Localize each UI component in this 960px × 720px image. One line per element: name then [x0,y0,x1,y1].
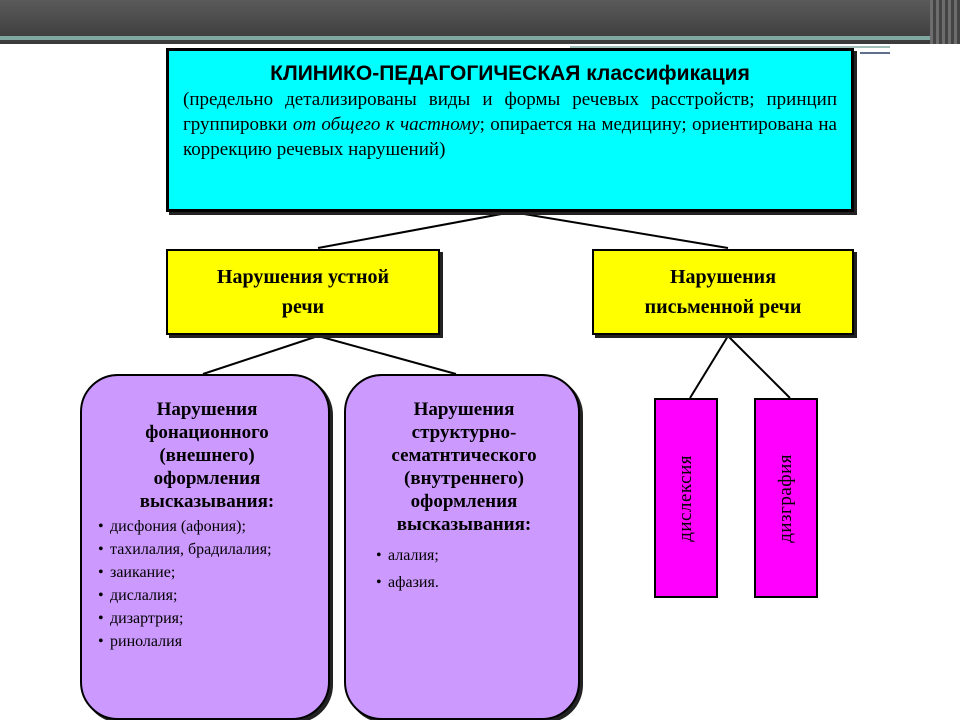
header-accent-stripe [0,36,960,40]
category-oral-speech: Нарушения устной речи [166,249,440,335]
classification-principle: от общего к частному [292,114,480,135]
category-written-label: Нарушения письменной речи [644,266,802,318]
slide-header-bar [0,0,960,44]
group-internal-formation: Нарушения структурно- сематнтического (в… [344,374,580,720]
classification-box: КЛИНИКО-ПЕДАГОГИЧЕСКАЯ классификация (пр… [166,48,854,212]
list-item: алалия; [374,542,568,569]
connector-main-to-written [511,211,729,249]
classification-title: КЛИНИКО-ПЕДАГОГИЧЕСКАЯ классификация [270,62,750,85]
connector-written-to-dyslexia [689,335,729,399]
list-item: тахилалия, брадилалия; [96,538,318,561]
dysgraphia-label: дизграфия [775,453,796,543]
list-item: дисфония (афония); [96,515,318,538]
group-external-formation: Нарушения фонационного (внешнего) оформл… [80,374,330,720]
list-item: дислалия; [96,584,318,607]
list-item: дизартрия; [96,607,318,630]
dyslexia-label: дислексия [675,454,696,542]
connector-written-to-dysgraphia [727,335,791,399]
written-type-dyslexia: дислексия [654,398,718,598]
connector-oral-to-external [202,335,319,375]
category-written-speech: Нарушения письменной речи [592,249,854,335]
decorative-line [860,52,890,54]
connector-main-to-oral [317,211,513,249]
written-type-dysgraphia: дизграфия [754,398,818,598]
list-item: афазия. [374,569,568,596]
group-external-title: Нарушения фонационного (внешнего) оформл… [139,399,275,512]
list-item: заикание; [96,561,318,584]
category-oral-label: Нарушения устной речи [216,266,390,318]
list-item: ринолалия [96,630,318,653]
group-internal-title: Нарушения структурно- сематнтического (в… [391,399,537,535]
group-internal-list: алалия; афазия. [360,542,568,596]
group-external-list: дисфония (афония); тахилалия, брадилалия… [96,515,318,653]
header-decorative-stripes [930,0,960,44]
connector-oral-to-internal [317,335,457,375]
decorative-line [570,46,890,48]
classification-description: (предельно детализированы виды и формы р… [183,89,837,160]
